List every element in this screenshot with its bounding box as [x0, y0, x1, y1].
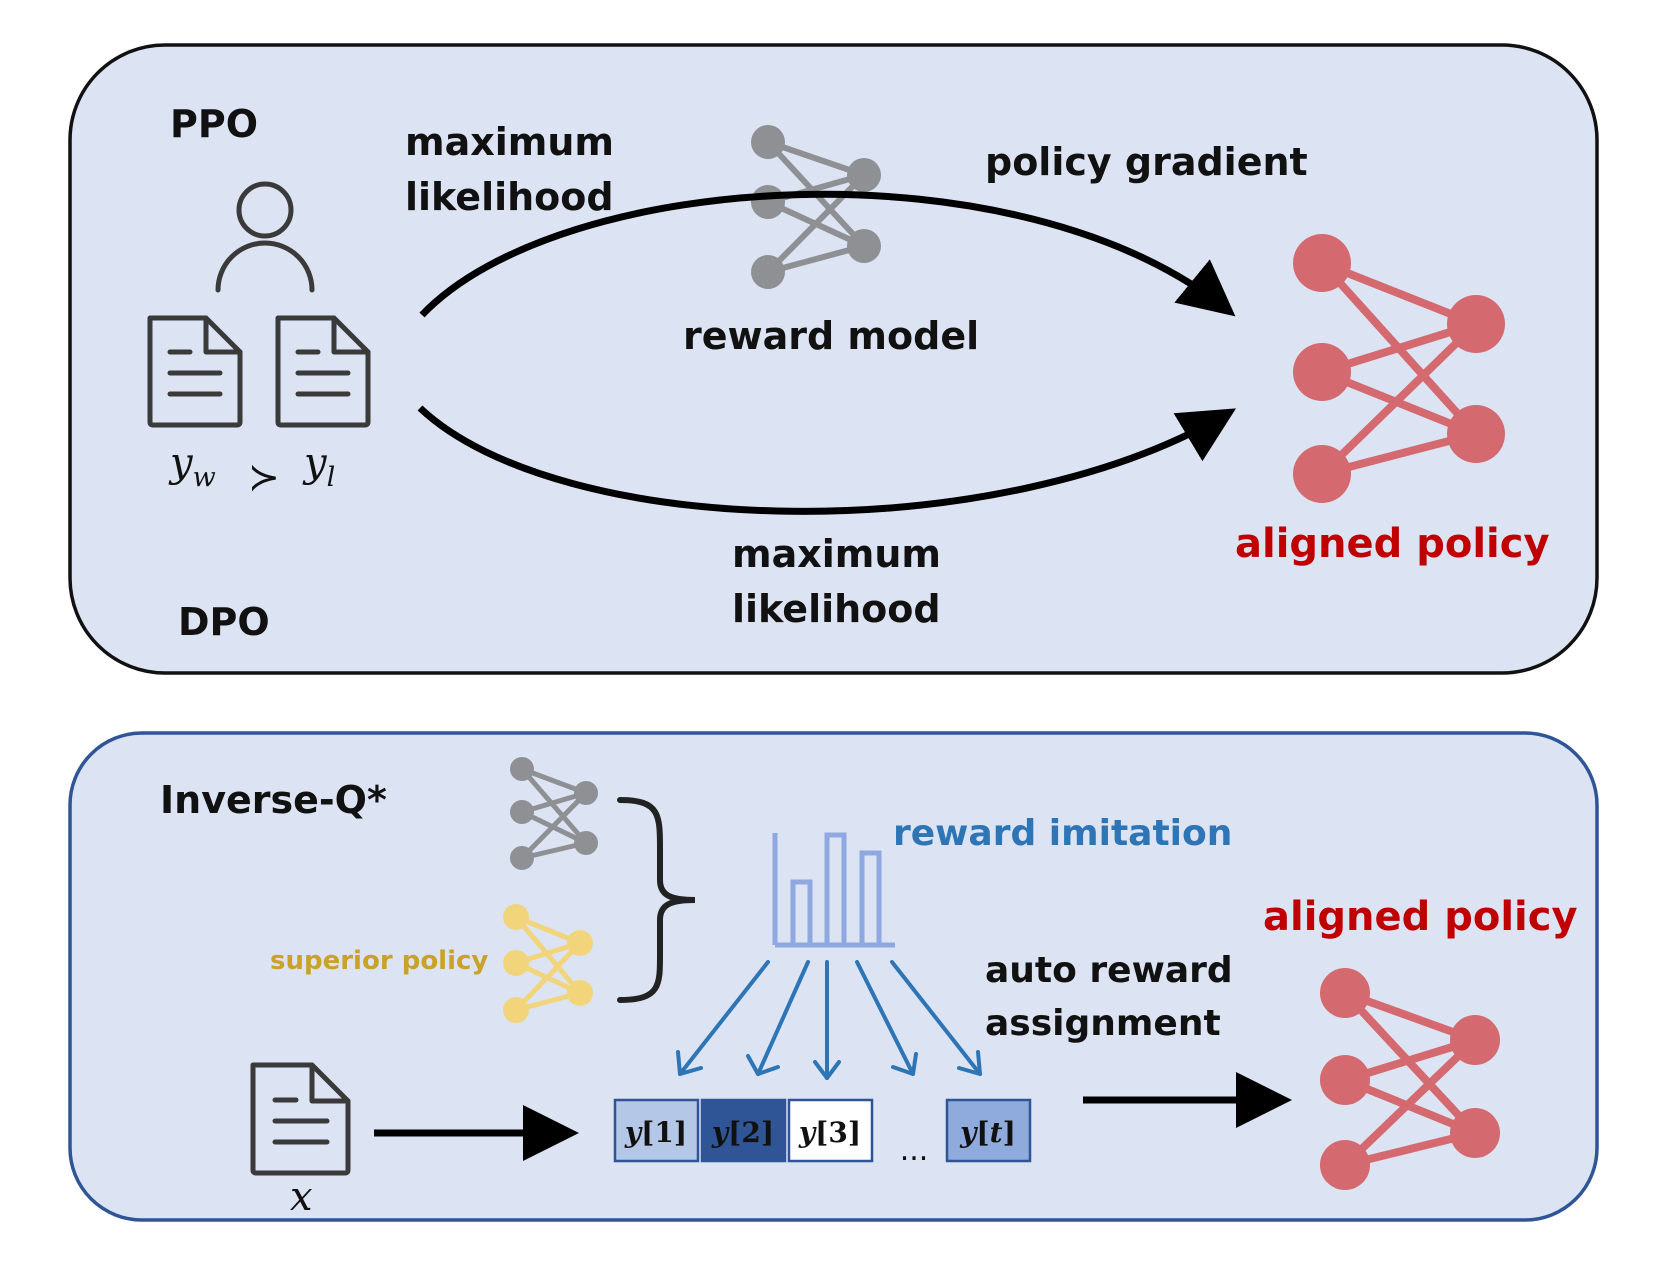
- bar-chart-icon: [772, 832, 895, 948]
- method-label: Inverse-Q*: [160, 778, 387, 822]
- svg-text:y[3]: y[3]: [798, 1116, 861, 1149]
- brace-icon: [617, 797, 696, 1003]
- auto-reward-label: auto reward assignment: [985, 950, 1245, 1044]
- network-icon: [751, 125, 881, 289]
- max-likelihood-top: maximum likelihood: [405, 120, 627, 219]
- svg-text:y[t]: y[t]: [959, 1116, 1016, 1149]
- svg-text:y[2]: y[2]: [711, 1116, 774, 1149]
- policy-gradient-label: policy gradient: [985, 140, 1308, 184]
- network-icon: [503, 904, 593, 1023]
- top-panel-frame: [68, 43, 1599, 675]
- token-ellipsis: ...: [900, 1133, 929, 1168]
- network-icon: [1320, 968, 1500, 1190]
- pref-operator: ≻: [248, 455, 280, 499]
- token-box: y[t]: [945, 1098, 1032, 1163]
- network-icon: [510, 757, 598, 870]
- max-likelihood-bottom: maximum likelihood: [732, 532, 954, 631]
- input-variable: x: [290, 1174, 313, 1220]
- reward-arrows: [676, 960, 982, 1080]
- ppo-label: PPO: [170, 102, 258, 146]
- user-icon: [215, 181, 315, 293]
- top-panel: PPO DPO yw ≻ yl maximum likel: [68, 43, 1599, 675]
- bottom-panel: Inverse-Q*: [68, 731, 1599, 1222]
- reward-model-label: reward model: [683, 314, 979, 358]
- pref-loser: yl: [302, 440, 335, 493]
- token-box: y[3]: [787, 1098, 874, 1163]
- token-sequence: y[1] y[2] y[3] ... y[t]: [613, 1098, 1032, 1168]
- reward-imitation-label: reward imitation: [893, 813, 1232, 854]
- dpo-label: DPO: [178, 600, 270, 644]
- ppo-arc: [419, 190, 1236, 318]
- aligned-policy-bottom: aligned policy: [1263, 894, 1578, 940]
- document-icon: [147, 315, 243, 428]
- document-icon: [275, 315, 371, 428]
- superior-policy-label: superior policy: [270, 946, 488, 976]
- network-icon: [1293, 234, 1505, 503]
- aligned-policy-top: aligned policy: [1235, 521, 1550, 567]
- svg-text:y[1]: y[1]: [624, 1116, 687, 1149]
- dpo-arc: [417, 405, 1237, 515]
- pref-winner: yw: [168, 440, 216, 493]
- token-box: y[1]: [613, 1098, 700, 1163]
- document-icon: [250, 1062, 351, 1176]
- token-box: y[2]: [700, 1098, 787, 1163]
